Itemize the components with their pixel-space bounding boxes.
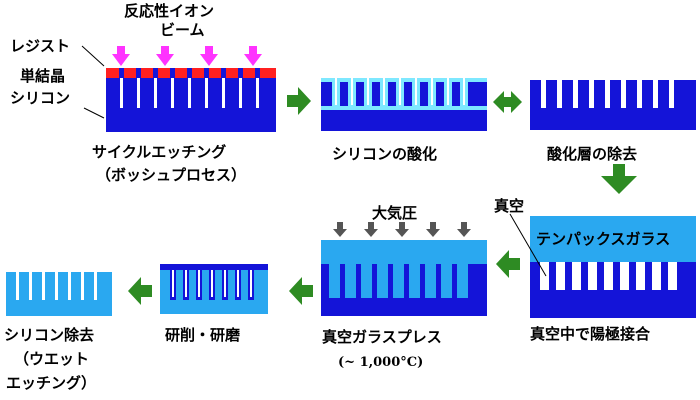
stage6-wafer (160, 264, 268, 314)
reactive-ion-beam-label-1: 反応性イオン (124, 2, 215, 20)
stage4-stack (530, 216, 696, 318)
pointer-line (81, 45, 105, 119)
vacuum-label: 真空 (494, 197, 525, 215)
single-crystal-label-1: 単結晶 (20, 67, 66, 85)
resist-label: レジスト (10, 37, 71, 55)
single-crystal-label-2: シリコン (10, 89, 71, 107)
bidirectional-arrow (493, 91, 522, 113)
step6-caption: 研削・研磨 (165, 326, 241, 344)
reactive-ion-beam-label-2: ビーム (160, 21, 205, 39)
stage7-glass (6, 272, 112, 316)
pressure-arrow (333, 222, 471, 237)
stage2-wafer (321, 78, 487, 131)
atmosphere-label: 大気圧 (372, 204, 418, 222)
stage3-wafer (530, 80, 696, 130)
pointer-line (509, 213, 547, 277)
step7-caption-line2: （ウエット (14, 350, 90, 368)
ion-beam-arrow (112, 46, 262, 66)
step5-temperature: (~ 1,000°C) (338, 355, 424, 370)
step3-caption: 酸化層の除去 (547, 145, 638, 163)
step1-caption-line2: （ボッシュプロセス） (96, 166, 247, 184)
step2-caption: シリコンの酸化 (332, 145, 438, 163)
step1-caption-line1: サイクルエッチング (92, 143, 227, 161)
stage5-stack (321, 240, 487, 316)
step7-caption-line1: シリコン除去 (4, 326, 95, 344)
process-arrow (128, 87, 637, 305)
resist-layer (106, 68, 276, 78)
stage1-wafer (106, 68, 276, 132)
step5-caption: 真空ガラスプレス (322, 328, 442, 346)
step7-caption-line3: エッチング） (6, 374, 97, 392)
step4-caption: 真空中で陽極接合 (530, 325, 651, 343)
tempax-glass-label: テンパックスガラス (536, 230, 671, 248)
